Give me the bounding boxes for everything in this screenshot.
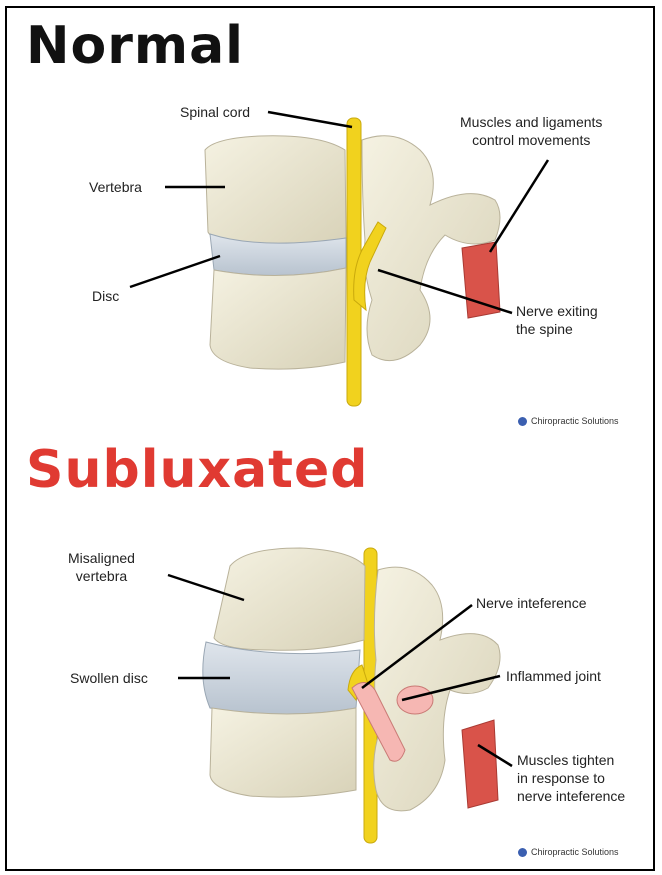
label-swollen-disc: Swollen disc	[70, 669, 148, 687]
subluxated-upper-vertebra	[214, 548, 365, 650]
label-nerve-exiting: Nerve exiting the spine	[516, 302, 598, 338]
chiropractic-logo-icon	[518, 848, 527, 857]
credit-subluxated: Chiropractic Solutions	[518, 847, 619, 857]
credit-subluxated-text: Chiropractic Solutions	[531, 847, 619, 857]
subluxated-heading: Subluxated	[26, 440, 369, 500]
chiropractic-logo-icon	[518, 417, 527, 426]
credit-normal-text: Chiropractic Solutions	[531, 416, 619, 426]
label-misaligned-line1: Misaligned	[68, 549, 135, 567]
label-inflammed-joint: Inflammed joint	[506, 667, 601, 685]
label-nerve-interference: Nerve inteference	[476, 594, 587, 612]
label-tighten-line1: Muscles tighten	[517, 751, 625, 769]
subluxated-spine-model	[203, 548, 500, 843]
label-nerve-line1: Nerve exiting	[516, 302, 598, 320]
label-muscles-ligaments: Muscles and ligaments control movements	[460, 113, 602, 149]
label-nerve-line2: the spine	[516, 320, 598, 338]
subluxated-lower-vertebra	[210, 708, 356, 797]
normal-lower-vertebra	[210, 268, 346, 369]
subluxated-muscle	[462, 720, 498, 808]
label-tighten-line3: nerve inteference	[517, 787, 625, 805]
normal-spine-model	[205, 118, 500, 406]
label-misaligned-vertebra: Misaligned vertebra	[68, 549, 135, 585]
credit-normal: Chiropractic Solutions	[518, 416, 619, 426]
label-muscles-line1: Muscles and ligaments	[460, 113, 602, 131]
label-muscles-line2: control movements	[460, 131, 602, 149]
label-disc: Disc	[92, 287, 119, 305]
label-vertebra: Vertebra	[89, 178, 142, 196]
normal-heading: Normal	[26, 16, 244, 76]
normal-upper-vertebra	[205, 136, 346, 247]
label-muscles-tighten: Muscles tighten in response to nerve int…	[517, 751, 625, 805]
label-spinal-cord: Spinal cord	[180, 103, 250, 121]
label-misaligned-line2: vertebra	[68, 567, 135, 585]
label-tighten-line2: in response to	[517, 769, 625, 787]
